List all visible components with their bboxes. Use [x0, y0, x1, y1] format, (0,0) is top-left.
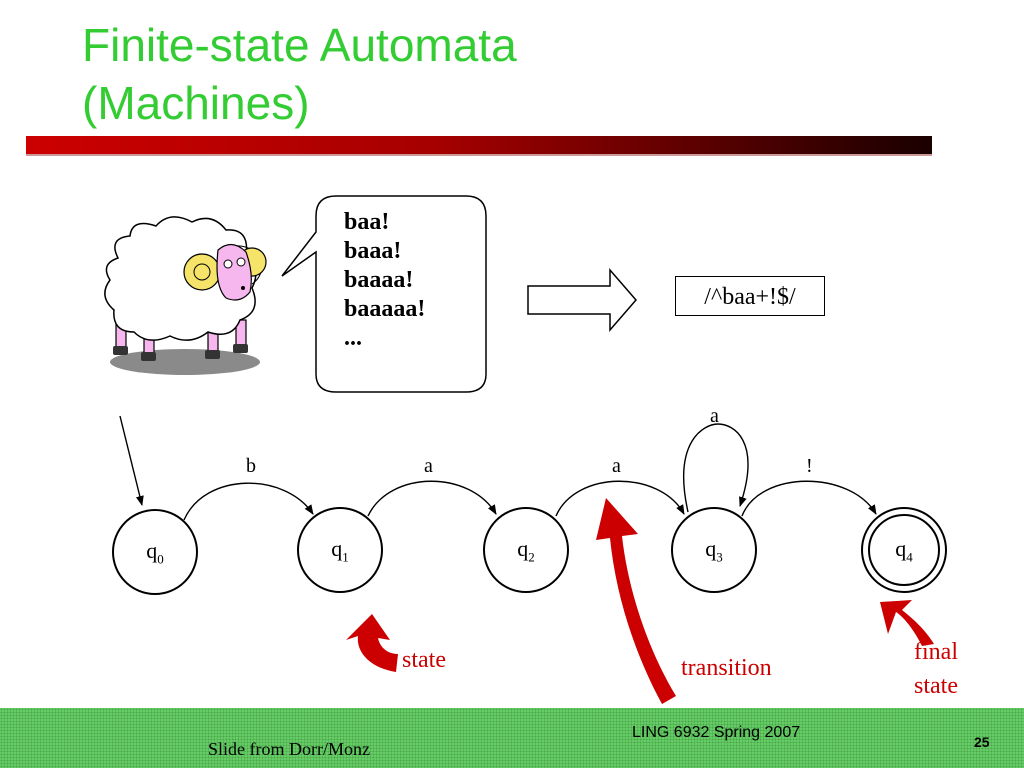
- slide-title-line-1: Finite-state Automata: [82, 19, 517, 71]
- speech-bubble-text: baa! baaa! baaaa! baaaaa! ...: [344, 208, 425, 353]
- footer-credit: Slide from Dorr/Monz: [208, 739, 370, 759]
- transition-arc-q0-q1: [183, 482, 314, 521]
- state-label-q1: q1: [331, 536, 349, 565]
- state-label-q2: q2: [517, 536, 535, 565]
- title-underline-bar: [26, 136, 932, 154]
- sheep-horn-left: [183, 253, 221, 291]
- state-node-q1: [297, 507, 383, 593]
- transition-loop-q3: [683, 423, 749, 513]
- state-label-q0: q0: [146, 538, 164, 567]
- sheep-hoof: [141, 352, 156, 361]
- state-callout-arrow: [346, 614, 398, 672]
- block-arrow: [527, 267, 637, 333]
- slide-title-line-2: (Machines): [82, 77, 310, 129]
- sheep-hoof: [233, 344, 248, 353]
- regex-box: /^baa+!$/: [675, 276, 825, 316]
- bubble-line: baaa!: [344, 238, 402, 264]
- bubble-line: baaaa!: [344, 267, 414, 293]
- state-node-q2: [483, 507, 569, 593]
- bubble-line: ...: [344, 325, 362, 351]
- slide-footer: [0, 708, 1024, 768]
- sheep-horn-curl: [193, 263, 211, 281]
- final-state-callout-line-2: state: [914, 673, 958, 699]
- transition-label-b: b: [246, 455, 256, 477]
- transition-label-a: a: [612, 455, 621, 477]
- transition-label-a: a: [424, 455, 433, 477]
- transition-label-loop-a: a: [710, 405, 719, 427]
- transition-callout-label: transition: [681, 655, 772, 681]
- state-callout-label: state: [402, 647, 446, 673]
- sheep-eye: [223, 259, 233, 269]
- sheep-eye: [236, 257, 246, 267]
- state-node-q0: [112, 509, 198, 595]
- slide-number: 25: [974, 734, 990, 750]
- sheep-hoof: [205, 350, 220, 359]
- bubble-line: baa!: [344, 209, 390, 235]
- transition-callout-arrow: [596, 498, 676, 704]
- transition-label-exclamation: !: [806, 455, 813, 477]
- final-state-callout-label: final state: [914, 635, 958, 703]
- slide-title: Finite-state Automata (Machines): [82, 16, 517, 132]
- footer-course: LING 6932 Spring 2007: [632, 724, 801, 741]
- sheep-body: [104, 216, 257, 341]
- transition-arc-q1-q2: [367, 480, 497, 517]
- sheep-nostril: [241, 286, 245, 290]
- sheep-illustration: [104, 216, 267, 375]
- speech-bubble: [281, 195, 487, 393]
- state-node-q4: [861, 507, 947, 593]
- state-node-q3: [671, 507, 757, 593]
- start-arrow: [119, 415, 144, 506]
- sheep-hoof: [113, 346, 128, 355]
- transition-arc-q3-q4: [741, 480, 877, 517]
- final-state-callout-line-1: final: [914, 639, 958, 665]
- sheep-face: [216, 243, 252, 301]
- state-label-q3: q3: [705, 536, 723, 565]
- final-state-inner-ring: [868, 514, 940, 586]
- transition-arc-q2-q3: [555, 480, 685, 517]
- bubble-line: baaaaa!: [344, 296, 426, 322]
- state-label-q4: q4: [895, 536, 913, 565]
- final-state-callout-arrow: [880, 600, 934, 646]
